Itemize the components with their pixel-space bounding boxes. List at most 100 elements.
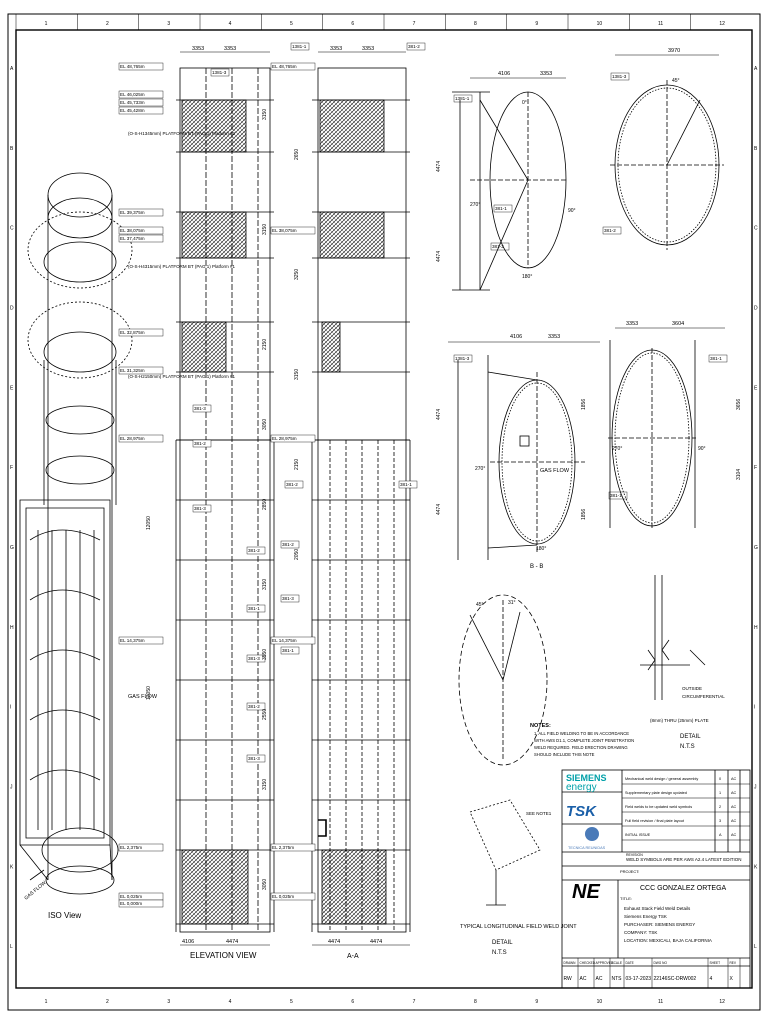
ne-logo: NE	[572, 881, 600, 903]
elevation-tag: EL 46,025m	[120, 92, 145, 97]
weld-tag: 381-3	[194, 406, 206, 411]
footer-head: DATE	[626, 961, 634, 965]
dim-top-elev-2: 3353	[224, 46, 236, 52]
border-row-label: E	[754, 385, 758, 391]
weld-tag: 1381-1	[292, 44, 307, 49]
border-row-label: A	[10, 66, 14, 72]
vertical-dim: 3150	[262, 109, 268, 120]
dim-side-8: 3104	[736, 469, 742, 480]
dim-plan-top-right: 3970	[668, 48, 680, 54]
footer-value: RW	[564, 976, 573, 982]
weld-tag-box	[210, 68, 230, 77]
border-row-label: F	[754, 465, 757, 471]
angle-top-0: 0°	[522, 100, 527, 106]
vertical-dim: 3150	[262, 224, 268, 235]
project-name: CCC GONZALEZ ORTEGA	[640, 885, 727, 892]
weld-tag-box	[246, 754, 266, 763]
weld-tag-box	[192, 504, 212, 513]
elevation-tag: EL 0,000m	[120, 901, 142, 906]
border-row-label: E	[10, 385, 14, 391]
border-col-label: 5	[290, 21, 293, 27]
border-col-label: 5	[290, 999, 293, 1005]
weld-tag: 1381-1	[455, 96, 470, 101]
title-line: Siemens Energy TSK	[624, 914, 667, 919]
elevation-tag-box	[118, 90, 164, 99]
iso-gas-flow-label: GAS FLOW	[23, 880, 47, 902]
dim-top-elev-1: 3353	[192, 46, 204, 52]
detail-note-line: SHOULD INCLUDE THIS NOTE	[534, 752, 595, 757]
plate-note-1: OUTSIDE	[682, 686, 702, 691]
border-col-label: 9	[535, 21, 538, 27]
footer-value: NTS	[612, 976, 623, 982]
weld-tag: 381-2	[248, 548, 260, 553]
border-row-label: G	[754, 545, 758, 551]
footer-head: APPROVED	[596, 961, 614, 965]
border-col-label: 1	[45, 21, 48, 27]
tecnica-logo: TECNICA REUNIDAS	[568, 846, 606, 850]
angle-mid-270: 270°	[475, 466, 485, 472]
revision-table: Mechanical weld design / general assembl…	[622, 777, 750, 841]
typical-weld-title: TYPICAL LONGITUDINAL FIELD WELD JOINT	[460, 924, 577, 930]
revision-by: AC	[731, 833, 737, 837]
weld-tag-box	[284, 480, 304, 489]
detail-plate	[640, 575, 706, 700]
plate-note-2: CIRCUMFERENTIAL	[682, 694, 725, 699]
dim-plan-mid-right-2: 3604	[672, 321, 684, 327]
see-note-label: SEE NOTE1	[526, 811, 552, 816]
weld-note: WELD SYMBOLS ARE PER AWS A2.4 LATEST EDI…	[626, 857, 741, 862]
border-col-label: 6	[351, 21, 354, 27]
title-line: PURCHASER: SIEMENS ENERGY	[624, 922, 695, 927]
vertical-dim: 12050	[146, 516, 152, 530]
border-col-label: 8	[474, 999, 477, 1005]
dim-bottom-elev-2: 4474	[226, 939, 238, 945]
border-row-label: I	[754, 705, 755, 711]
platform-label-1b: (O-S-H2150mm) PLATFORM BT (PAG 1) Platfo…	[128, 374, 236, 379]
weld-tag-box	[708, 354, 728, 363]
dim-side-7: 3656	[736, 399, 742, 410]
border-row-label: F	[10, 465, 13, 471]
elevation-tag-box	[270, 843, 316, 852]
vertical-dimensions: 3150315021503050285031503550255031503050…	[146, 109, 300, 890]
weld-tag: 381-1	[282, 648, 294, 653]
section-aa-title: A-A	[347, 953, 359, 960]
siemens-logo: SIEMENS	[566, 773, 607, 783]
revision-desc: Supplementary plate design updated	[625, 791, 687, 795]
border-col-label: 2	[106, 21, 109, 27]
detail-note-line: WELD REQUIRED. FIELD ERECTION DRAWING	[534, 745, 628, 750]
elevation-tag: EL 2,375m	[272, 845, 294, 850]
detail-note-line: WITH AWS D1.1, COMPLETE JOINT PENETRATIO…	[534, 738, 634, 743]
vertical-dim: 3550	[262, 649, 268, 660]
elevation-tag: EL 48,765m	[272, 64, 297, 69]
vertical-dim: 2550	[262, 709, 268, 720]
section-bb-title: B - B	[530, 564, 543, 570]
border-row-label: J	[754, 784, 757, 790]
detail-right-title: DETAIL	[680, 734, 701, 740]
iso-view-title: ISO View	[48, 911, 81, 920]
elevation-tag-box	[118, 234, 164, 243]
border-col-label: 4	[229, 21, 232, 27]
weld-tag: 381-1	[248, 606, 260, 611]
border-col-label: 8	[474, 21, 477, 27]
elevation-tag: EL 2,375m	[120, 845, 142, 850]
border-row-label: J	[10, 784, 13, 790]
elevation-rings	[176, 99, 274, 925]
angle-top-90: 90°	[568, 208, 576, 214]
elevation-tag-box	[118, 434, 164, 443]
dim-side-3: 4474	[436, 409, 442, 420]
elevation-tag-box	[118, 899, 164, 908]
vertical-dim: 3050	[262, 879, 268, 890]
tecnica-logo-mark	[585, 827, 599, 841]
border-col-label: 6	[351, 999, 354, 1005]
border-row-label: L	[10, 944, 13, 950]
border-col-label: 3	[167, 999, 170, 1005]
footer-head: DRAWN	[564, 961, 577, 965]
detail-bottom-title: DETAIL	[492, 940, 513, 946]
elevation-tag: EL 48,765m	[120, 64, 145, 69]
vertical-dim: 3250	[294, 269, 300, 280]
border-col-label: 12	[719, 999, 725, 1005]
footer-value: 03-17-2023	[626, 976, 652, 982]
border-row-label: C	[10, 226, 14, 232]
dim-side-5: 1856	[581, 399, 587, 410]
elevation-tag-box	[118, 636, 164, 645]
